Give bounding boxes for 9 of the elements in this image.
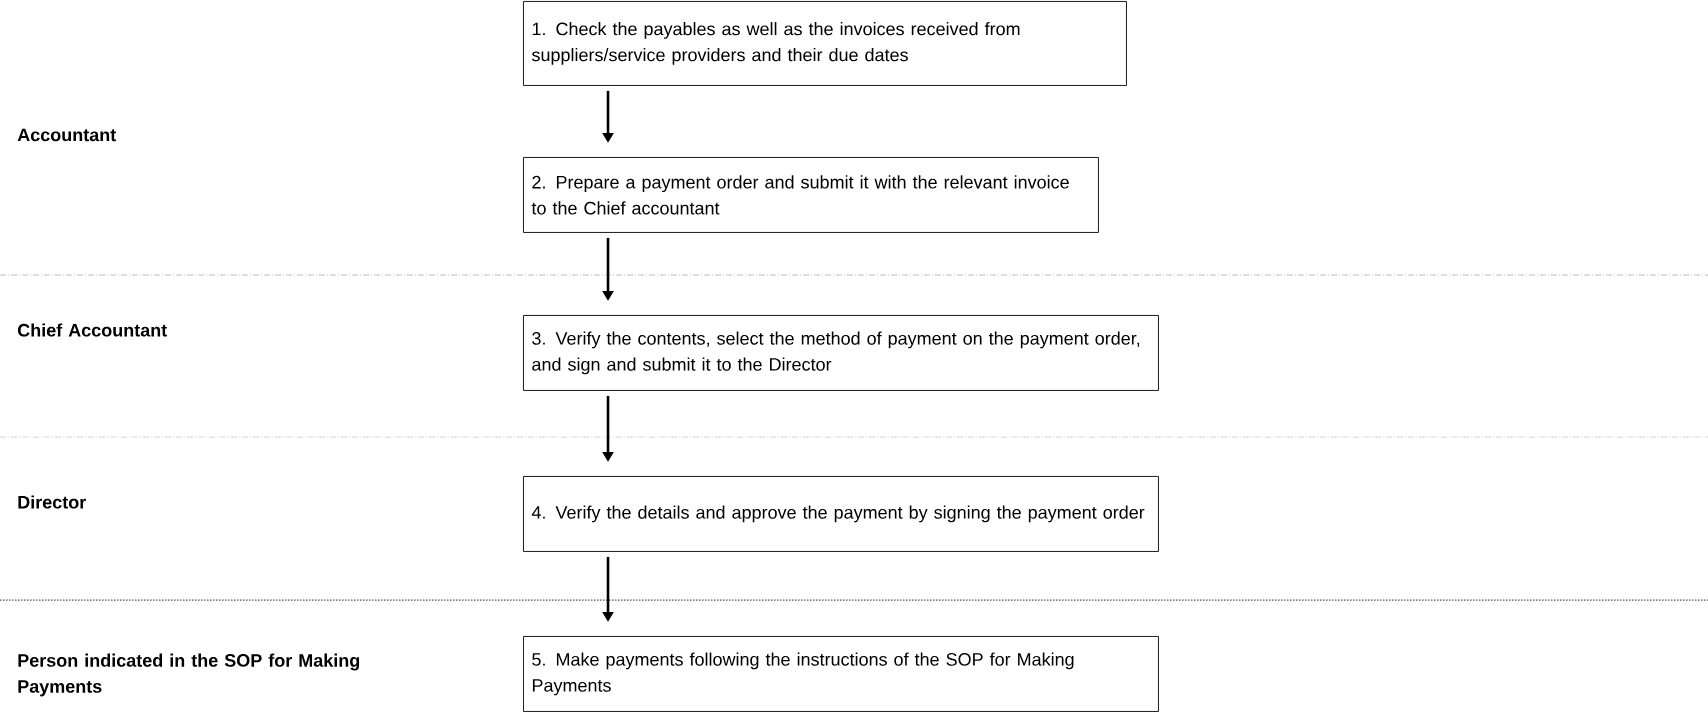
process-box: 5. Make payments following the instructions of the SOP for Making Payments bbox=[523, 636, 1159, 712]
lane-label: Director bbox=[18, 495, 86, 509]
process-box: 4. Verify the details and approve the payment by signing the payment order bbox=[523, 476, 1159, 552]
lane-label: Chief Accountant bbox=[17, 323, 167, 337]
process-box: 3. Verify the contents, select the method of payment on the payment order, and sign and submit it to the Director bbox=[523, 315, 1159, 391]
process-box: 1. Check the payables as well as the invoices received from suppliers/service providers and their due dates bbox=[523, 1, 1127, 86]
lane-label: Person indicated in the SOP for Making Payments bbox=[18, 653, 360, 697]
process-box: 2. Prepare a payment order and submit it with the relevant invoice to the Chief accountant bbox=[523, 157, 1099, 233]
lane-label: Accountant bbox=[17, 128, 116, 142]
